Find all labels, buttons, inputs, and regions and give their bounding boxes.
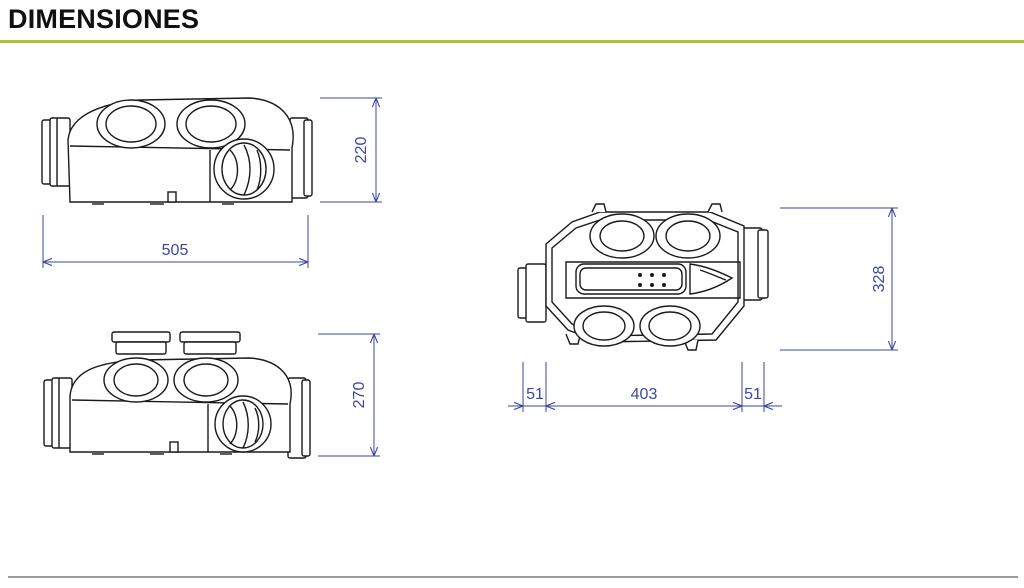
dim-left-spigot: 51 — [526, 386, 544, 403]
top-view — [517, 203, 769, 351]
dim-top-depth: 328 — [871, 266, 888, 293]
dim-right-spigot: 51 — [744, 386, 762, 403]
control-panel-leds — [638, 273, 666, 287]
front-view — [41, 97, 313, 205]
bottom-divider — [8, 576, 1018, 578]
side-view — [43, 331, 311, 459]
dim-body-length: 403 — [631, 386, 658, 403]
dim-side-height: 270 — [351, 382, 368, 409]
dim-front-width: 505 — [162, 242, 189, 259]
dim-front-height: 220 — [353, 137, 370, 164]
page-title: DIMENSIONES — [8, 4, 200, 34]
title-underline — [0, 40, 1024, 43]
dimension-lines — [42, 97, 898, 457]
